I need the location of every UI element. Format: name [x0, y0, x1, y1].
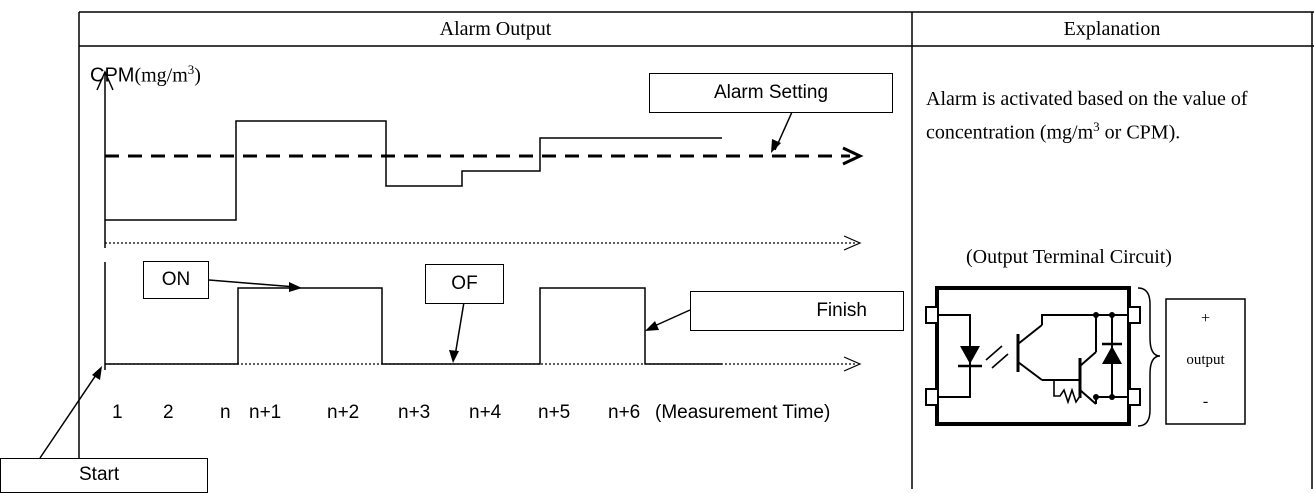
- start-pointer-head: [92, 366, 102, 380]
- terminal-minus-label: -: [1202, 393, 1209, 410]
- on-callout: ON: [143, 261, 209, 299]
- concentration-step-curve: [105, 120, 722, 221]
- header-alarm-output: Alarm Output: [439, 18, 552, 40]
- circuit-title: (Output Terminal Circuit): [966, 246, 1172, 268]
- x-tick-n-plus-6: n+6: [608, 402, 641, 423]
- y-axis-label-unit-close: ): [194, 64, 201, 87]
- off-pointer-head: [449, 350, 459, 363]
- lower-x-axis-arrowhead: [843, 356, 862, 372]
- on-pointer-head: [289, 282, 302, 292]
- output-terminal-circuit-icon: [925, 286, 1141, 426]
- x-tick-n-plus-5: n+5: [538, 402, 571, 423]
- explanation-text-main: Alarm is activated based on the value of…: [926, 88, 1248, 144]
- alarm-threshold-arrowhead: [842, 146, 864, 166]
- x-tick-n-plus-2: n+2: [327, 402, 360, 423]
- output-terminal-box: [1165, 298, 1246, 425]
- x-axis-title: (Measurement Time): [655, 402, 831, 423]
- on-pointer: [208, 279, 297, 288]
- x-tick-n-plus-3: n+3: [398, 402, 431, 423]
- y-axis-label-unit-exponent: 3: [187, 62, 195, 77]
- brace: [1137, 287, 1161, 427]
- upper-y-axis-arrowhead: [96, 70, 114, 91]
- alarm-output-signal: [105, 287, 722, 365]
- terminal-plus-label: +: [1200, 310, 1211, 327]
- explanation-text: Alarm is activated based on the value of…: [926, 86, 1306, 147]
- explanation-text-tail: or CPM).: [1099, 121, 1181, 144]
- y-axis-label: CPM(mg/m3): [90, 62, 201, 88]
- x-tick-n: n: [220, 402, 231, 423]
- upper-x-axis-arrowhead: [843, 235, 862, 251]
- off-callout: OF: [425, 264, 504, 304]
- y-axis-label-unit: (mg/m: [134, 64, 188, 87]
- terminal-output-label: output: [1186, 352, 1225, 368]
- x-tick-1: 1: [112, 402, 123, 423]
- start-callout: Start: [0, 458, 208, 493]
- finish-callout: Finish: [690, 291, 904, 331]
- y-axis-label-cpm: CPM: [90, 64, 135, 87]
- x-tick-n-plus-1: n+1: [249, 402, 282, 423]
- explanation-text-exponent: 3: [1093, 119, 1100, 134]
- start-pointer: [39, 371, 99, 459]
- header-explanation: Explanation: [1063, 18, 1161, 40]
- alarm-setting-pointer-head: [771, 139, 781, 153]
- finish-pointer-head: [645, 321, 659, 331]
- x-tick-2: 2: [163, 402, 174, 423]
- alarm-setting-callout: Alarm Setting: [649, 73, 893, 113]
- off-pointer: [454, 301, 465, 357]
- x-tick-n-plus-4: n+4: [469, 402, 502, 423]
